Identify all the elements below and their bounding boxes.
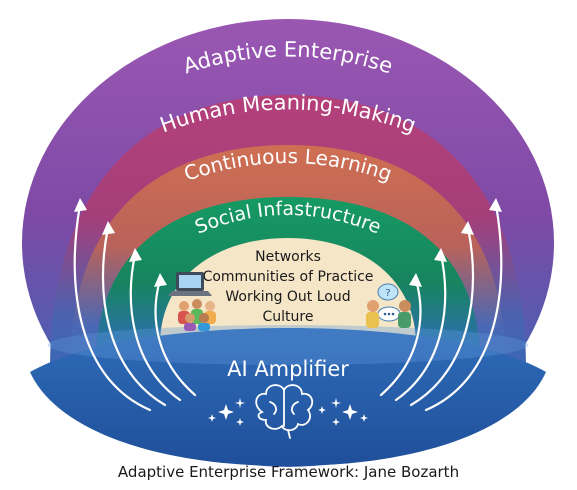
right-arrows — [379, 203, 503, 412]
laptop-icon — [168, 272, 212, 296]
people-group-icon — [178, 299, 216, 331]
brain-icon — [255, 384, 314, 439]
core-culture: Culture — [263, 309, 314, 325]
label-ai-amplifier: AI Amplifier — [227, 357, 349, 381]
core-dome — [160, 238, 416, 345]
sparkle-icon — [208, 398, 368, 426]
figure-caption: Adaptive Enterprise Framework: Jane Boza… — [117, 463, 460, 481]
core-working-out-loud: Working Out Loud — [225, 289, 350, 305]
ai-amplifier-base — [30, 328, 546, 466]
core-networks: Networks — [255, 249, 321, 265]
left-arrowheads — [74, 198, 167, 287]
svg-text:?: ? — [385, 288, 390, 299]
conversation-icon: ? — [366, 283, 411, 328]
right-arrowheads — [409, 198, 502, 287]
base-highlight — [48, 325, 528, 365]
left-arrows — [73, 203, 197, 412]
core-communities-of-practice: Communities of Practice — [203, 269, 374, 285]
